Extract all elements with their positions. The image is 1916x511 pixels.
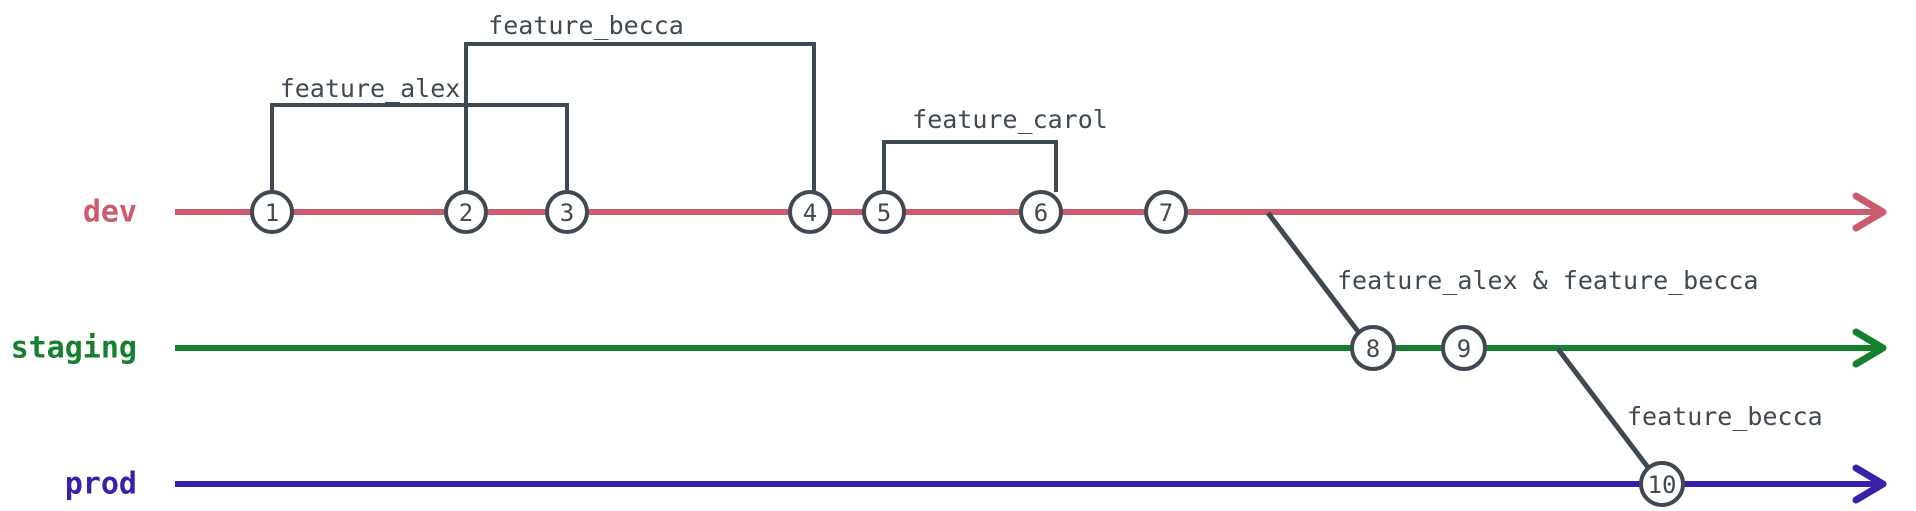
commit-label-7: 7 [1159, 199, 1173, 227]
feature-bracket-feature_alex[interactable]: feature_alex [270, 74, 569, 192]
branch-arrowhead-dev [1852, 192, 1887, 232]
commit-node-8[interactable]: 8 [1350, 325, 1396, 371]
merge-staging-to-prod[interactable]: feature_becca [1556, 347, 1823, 472]
merge-label-staging-prod: feature_becca [1627, 402, 1823, 431]
feature-bracket-path-alex [270, 103, 569, 192]
commit-nodes-group: 1 2 3 4 5 6 [250, 190, 1685, 507]
commit-circle-8 [1350, 325, 1396, 371]
feature-bracket-feature_becca[interactable]: feature_becca [464, 11, 816, 192]
commit-circle-5 [862, 190, 906, 234]
commit-label-4: 4 [803, 199, 817, 227]
commit-node-9[interactable]: 9 [1441, 325, 1487, 371]
branch-prod[interactable]: prod [65, 464, 1887, 504]
commit-label-9: 9 [1457, 335, 1471, 363]
merge-lines-group: feature_alex & feature_becca feature_bec… [1266, 211, 1823, 472]
feature-bracket-path-carol [882, 140, 1058, 192]
branch-staging[interactable]: staging [11, 328, 1887, 368]
merge-line-staging-prod [1556, 347, 1652, 472]
branch-lines-group: dev staging prod [11, 192, 1887, 504]
branch-dev[interactable]: dev [83, 192, 1887, 232]
commit-circle-7 [1144, 190, 1188, 234]
merge-line-dev-staging [1266, 211, 1362, 336]
commit-node-2[interactable]: 2 [444, 190, 488, 234]
commit-label-3: 3 [560, 199, 574, 227]
branch-arrowhead-prod [1852, 464, 1887, 504]
feature-bracket-label-carol: feature_carol [912, 105, 1108, 134]
commit-node-10[interactable]: 10 [1639, 461, 1685, 507]
branch-arrowhead-staging [1852, 328, 1887, 368]
branch-label-prod: prod [65, 467, 137, 502]
commit-label-8: 8 [1366, 335, 1380, 363]
branch-label-dev: dev [83, 195, 137, 230]
feature-bracket-path-becca [464, 42, 816, 192]
feature-brackets-group: feature_alex feature_becca feature_carol [270, 11, 1108, 192]
commit-circle-4 [788, 190, 832, 234]
feature-bracket-feature_carol[interactable]: feature_carol [882, 105, 1108, 192]
commit-node-6[interactable]: 6 [1019, 190, 1063, 234]
commit-label-1: 1 [265, 199, 279, 227]
commit-node-1[interactable]: 1 [250, 190, 294, 234]
merge-label-dev-staging: feature_alex & feature_becca [1337, 266, 1758, 295]
commit-label-2: 2 [459, 199, 473, 227]
commit-node-5[interactable]: 5 [862, 190, 906, 234]
feature-bracket-label-becca: feature_becca [488, 11, 684, 40]
commit-circle-6 [1019, 190, 1063, 234]
feature-bracket-label-alex: feature_alex [280, 74, 461, 103]
commit-label-5: 5 [877, 199, 891, 227]
commit-node-4[interactable]: 4 [788, 190, 832, 234]
commit-node-7[interactable]: 7 [1144, 190, 1188, 234]
commit-node-3[interactable]: 3 [545, 190, 589, 234]
commit-label-6: 6 [1034, 199, 1048, 227]
commit-label-10: 10 [1648, 471, 1677, 499]
branch-label-staging: staging [11, 331, 137, 366]
commit-circle-10 [1639, 461, 1685, 507]
commit-circle-9 [1441, 325, 1487, 371]
commit-circle-2 [444, 190, 488, 234]
merge-dev-to-staging[interactable]: feature_alex & feature_becca [1266, 211, 1758, 336]
commit-circle-3 [545, 190, 589, 234]
commit-circle-1 [250, 190, 294, 234]
